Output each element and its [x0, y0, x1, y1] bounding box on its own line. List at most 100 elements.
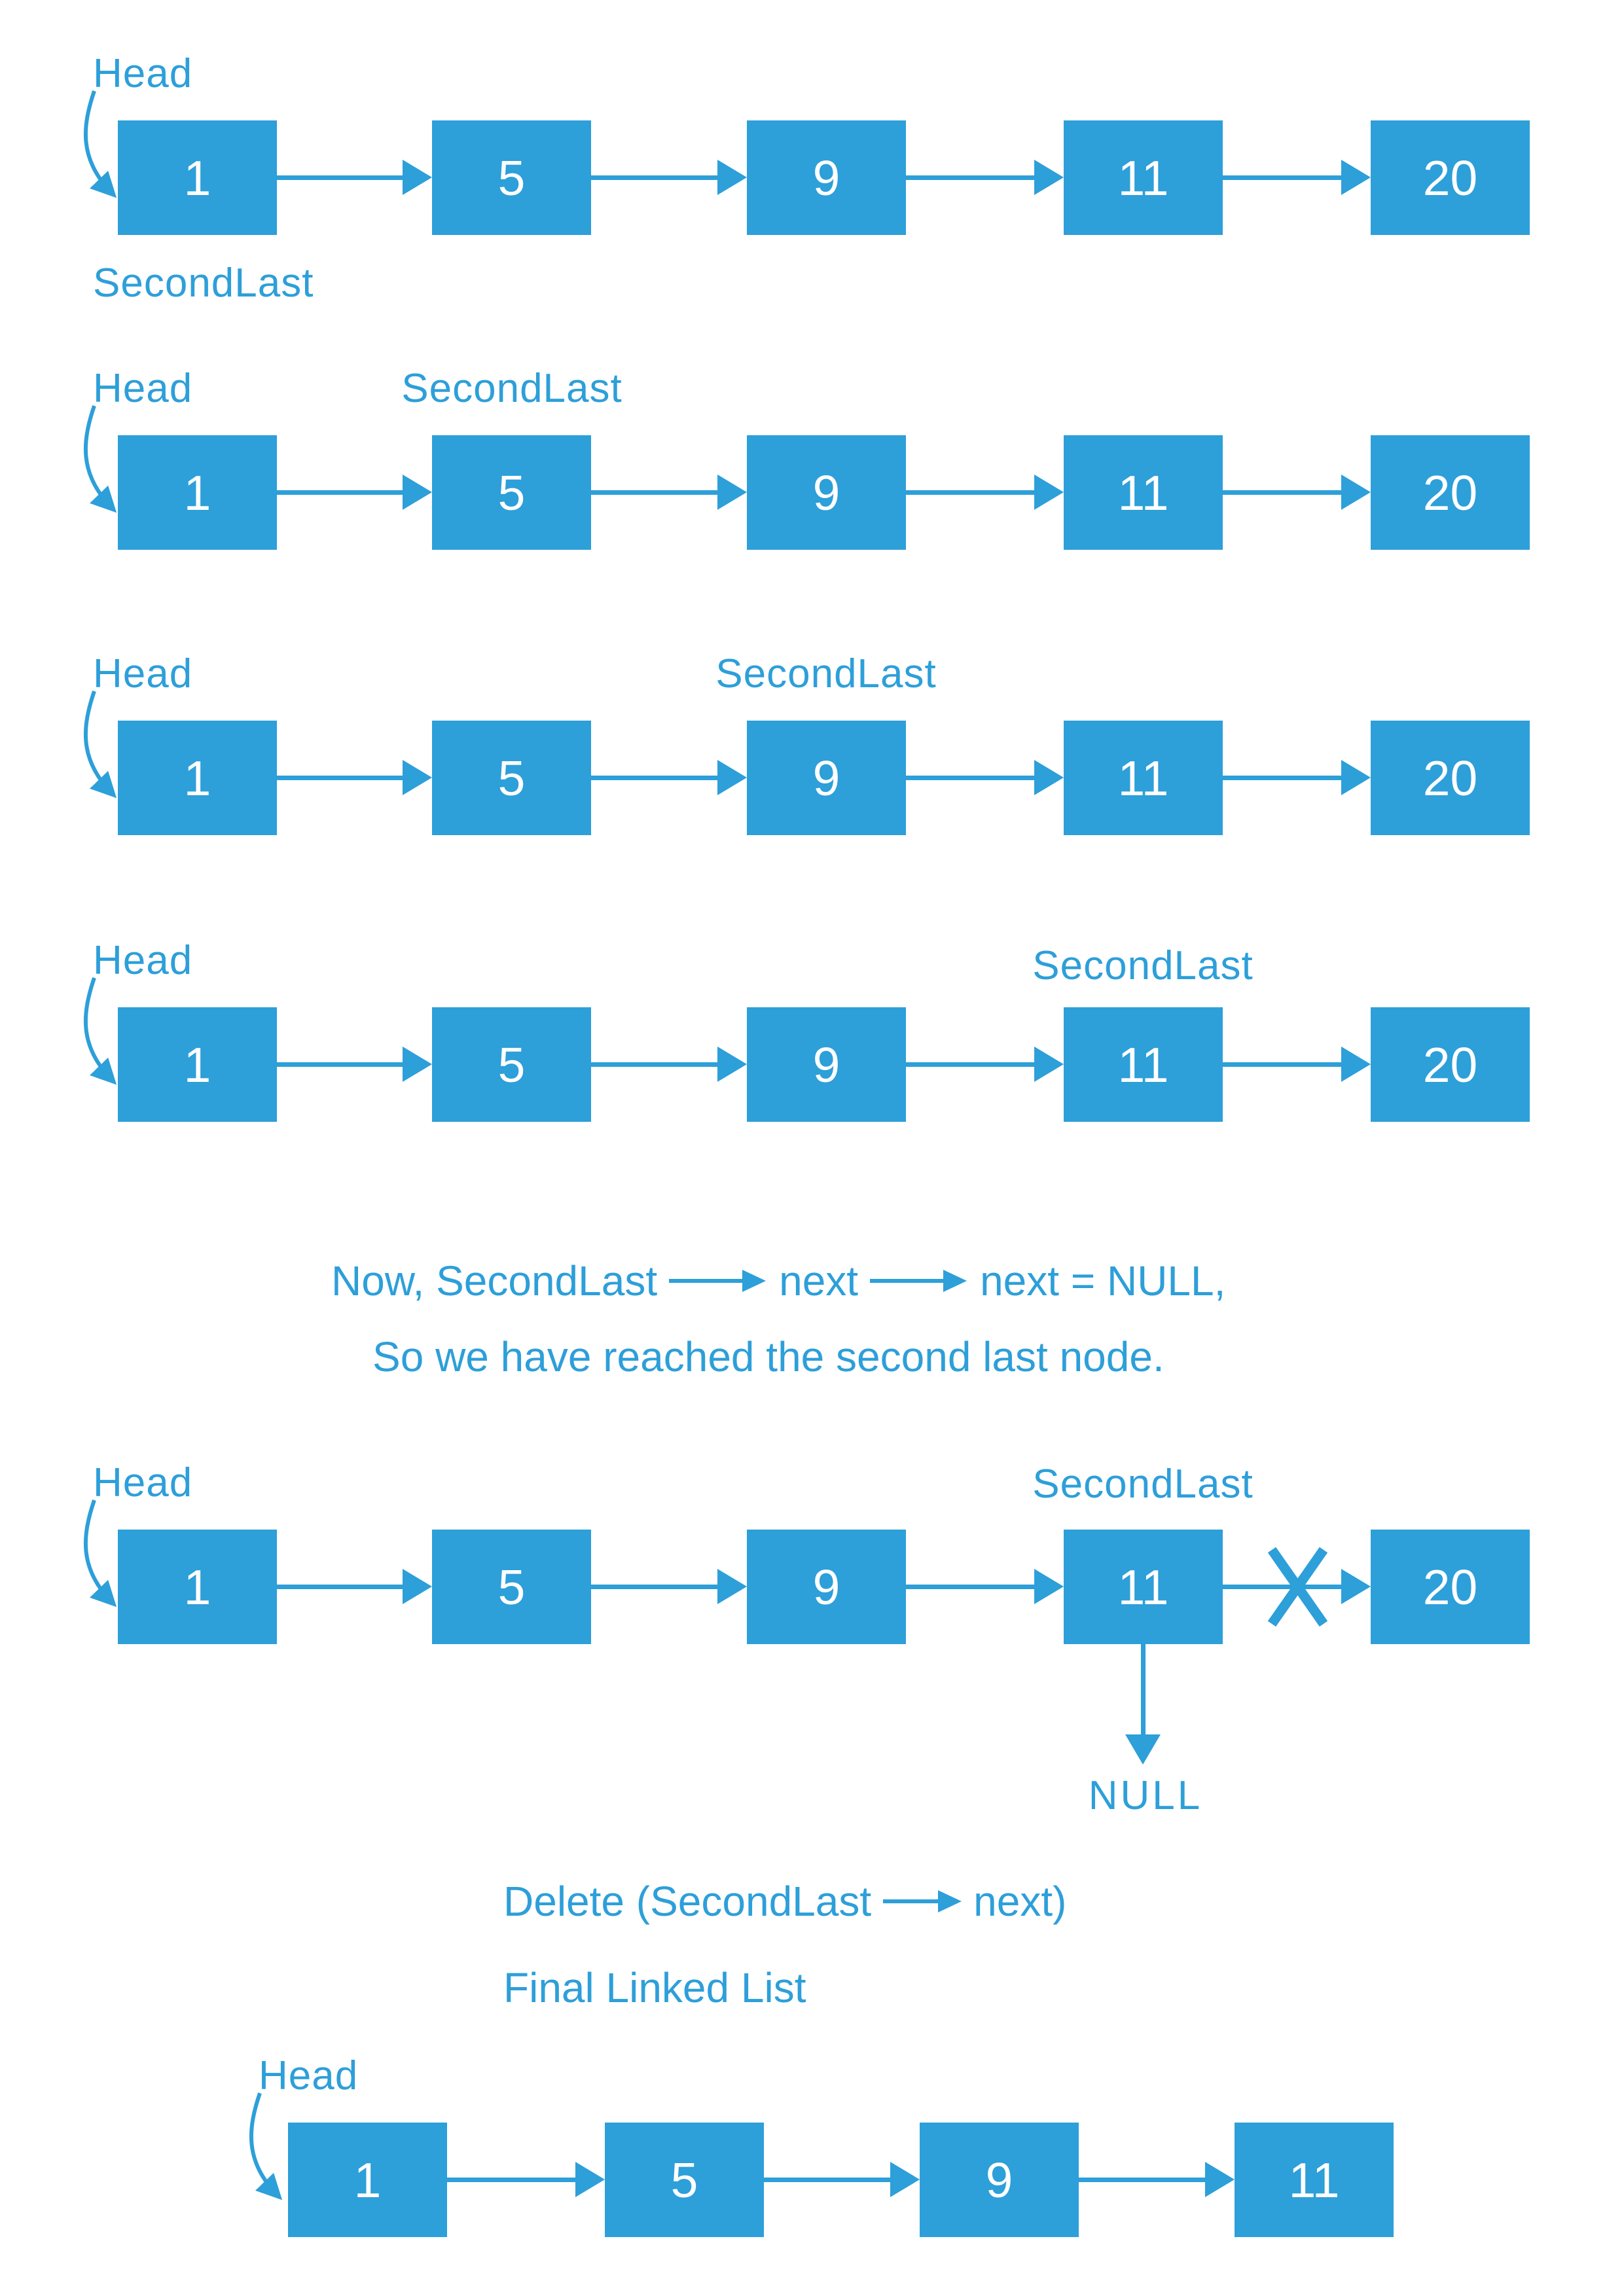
caption-text: Final Linked List — [503, 1964, 806, 2011]
caption-text: Delete (SecondLast — [503, 1878, 872, 1925]
head-label: Head — [93, 51, 193, 96]
arrowhead-icon — [1205, 2162, 1235, 2197]
node-box: 1 — [118, 721, 277, 835]
head-label: Head — [93, 366, 193, 411]
head-pointer-arrow-icon — [83, 691, 117, 798]
node-box: 1 — [118, 1530, 277, 1644]
null-pointer-line — [1141, 1644, 1146, 1736]
secondlast-label: SecondLast — [401, 366, 623, 411]
node-box: 9 — [747, 120, 906, 235]
head-label: Head — [93, 938, 193, 983]
next-pointer-line — [277, 175, 403, 180]
head-label: Head — [259, 2053, 359, 2098]
head-pointer-arrow-icon — [83, 977, 117, 1085]
node-box: 11 — [1064, 435, 1223, 550]
node-box: 11 — [1064, 721, 1223, 835]
next-pointer-line — [277, 490, 403, 495]
down-arrowhead-icon — [1125, 1734, 1161, 1765]
next-pointer-line — [591, 175, 717, 180]
broken-link-x-icon — [1267, 1547, 1328, 1627]
null-label: NULL — [1088, 1773, 1203, 1818]
node-box: 11 — [1235, 2123, 1394, 2237]
node-box: 9 — [747, 435, 906, 550]
arrowhead-icon — [575, 2162, 605, 2197]
caption-delete-line: Delete (SecondLast next) — [503, 1877, 1066, 1926]
node-box: 11 — [1064, 120, 1223, 235]
node-box: 20 — [1371, 120, 1530, 235]
caption-text: next = NULL, — [980, 1257, 1226, 1304]
arrowhead-icon — [717, 760, 747, 795]
next-pointer-line — [906, 1585, 1034, 1589]
step-row-5: Head SecondLast 1 5 9 11 20 NULL — [0, 1460, 1624, 1840]
next-pointer-line — [906, 1062, 1034, 1067]
pointer-arrow-icon — [669, 1270, 767, 1292]
broken-pointer-line — [1223, 1585, 1341, 1589]
caption-reached-line: So we have reached the second last node. — [372, 1333, 1164, 1381]
arrowhead-icon — [1341, 760, 1371, 795]
next-pointer-line — [906, 490, 1034, 495]
head-label: Head — [93, 651, 193, 696]
node-box: 9 — [747, 1007, 906, 1122]
node-box: 5 — [432, 1530, 591, 1644]
next-pointer-line — [1079, 2178, 1205, 2182]
node-box: 5 — [432, 120, 591, 235]
head-pointer-arrow-icon — [249, 2092, 283, 2200]
arrowhead-icon — [403, 1047, 432, 1082]
next-pointer-line — [906, 175, 1034, 180]
arrowhead-icon — [890, 2162, 920, 2197]
node-box: 11 — [1064, 1530, 1223, 1644]
secondlast-label: SecondLast — [1032, 943, 1254, 988]
arrowhead-icon — [1341, 160, 1371, 195]
arrowhead-icon — [1034, 1047, 1064, 1082]
node-box: 5 — [432, 721, 591, 835]
arrowhead-icon — [717, 160, 747, 195]
arrowhead-icon — [717, 475, 747, 510]
caption-text: next) — [973, 1878, 1067, 1925]
caption-now-line: Now, SecondLast next next = NULL, — [331, 1257, 1225, 1305]
step-row-2: Head SecondLast 1 5 9 11 20 — [0, 366, 1624, 628]
node-box: 1 — [118, 120, 277, 235]
step-row-3: Head SecondLast 1 5 9 11 20 — [0, 651, 1624, 914]
next-pointer-line — [591, 490, 717, 495]
arrowhead-icon — [1341, 1047, 1371, 1082]
arrowhead-icon — [1341, 475, 1371, 510]
step-row-1: Head 1 5 9 11 20 SecondLast — [0, 51, 1624, 327]
node-box: 5 — [432, 435, 591, 550]
caption-final-title: Final Linked List — [503, 1964, 806, 2012]
node-box: 1 — [288, 2123, 447, 2237]
node-box: 9 — [747, 1530, 906, 1644]
node-box: 11 — [1064, 1007, 1223, 1122]
node-box: 20 — [1371, 721, 1530, 835]
node-box: 1 — [118, 435, 277, 550]
node-box: 9 — [920, 2123, 1079, 2237]
node-box: 20 — [1371, 1007, 1530, 1122]
caption-text: So we have reached the second last node. — [372, 1333, 1164, 1380]
node-box: 20 — [1371, 1530, 1530, 1644]
arrowhead-icon — [1341, 1569, 1371, 1604]
arrowhead-icon — [403, 475, 432, 510]
step-row-4: Head SecondLast 1 5 9 11 20 — [0, 938, 1624, 1200]
next-pointer-line — [1223, 175, 1341, 180]
secondlast-label: SecondLast — [715, 651, 937, 696]
arrowhead-icon — [403, 760, 432, 795]
caption-text: next — [779, 1257, 859, 1304]
next-pointer-line — [1223, 1062, 1341, 1067]
next-pointer-line — [764, 2178, 890, 2182]
arrowhead-icon — [1034, 475, 1064, 510]
next-pointer-line — [591, 776, 717, 780]
pointer-arrow-icon — [870, 1270, 967, 1292]
next-pointer-line — [906, 776, 1034, 780]
step-row-final: Head 1 5 9 11 — [0, 2053, 1624, 2296]
next-pointer-line — [1223, 776, 1341, 780]
arrowhead-icon — [1034, 1569, 1064, 1604]
node-box: 5 — [605, 2123, 764, 2237]
next-pointer-line — [277, 1062, 403, 1067]
arrowhead-icon — [717, 1047, 747, 1082]
next-pointer-line — [1223, 490, 1341, 495]
arrowhead-icon — [403, 1569, 432, 1604]
head-pointer-arrow-icon — [83, 90, 117, 198]
next-pointer-line — [277, 1585, 403, 1589]
next-pointer-line — [447, 2178, 575, 2182]
pointer-arrow-icon — [883, 1890, 962, 1912]
